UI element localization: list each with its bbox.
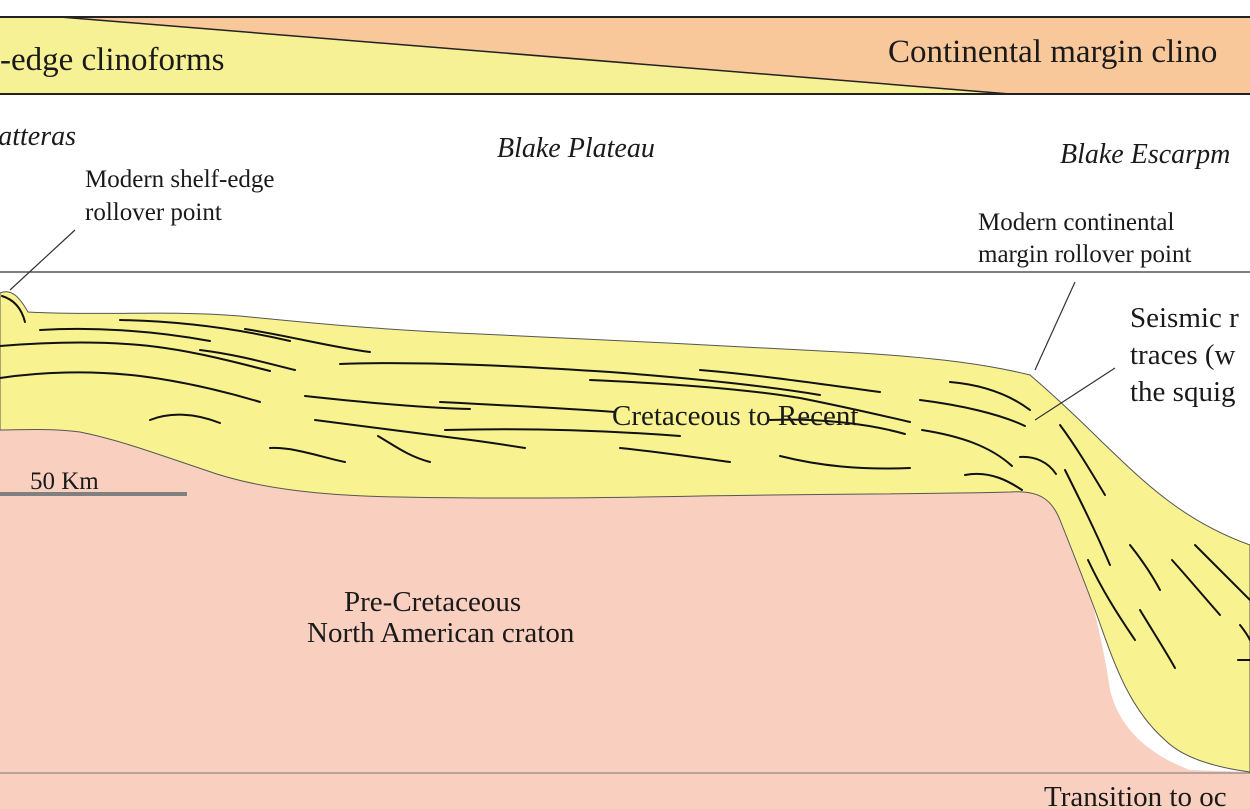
banner-left-label: -edge clinoforms: [0, 42, 225, 78]
reflector: [1059, 424, 1106, 496]
reflector: [244, 328, 371, 353]
banner-divider-line: [59, 16, 1011, 95]
clinoform-banner: -edge clinoforms Continental margin clin…: [0, 16, 1250, 95]
reflector: [269, 446, 346, 463]
reflector: [919, 399, 1026, 427]
seismic-traces-label-1: Seismic r: [1130, 302, 1239, 334]
cretaceous-to-recent-wedge: [0, 291, 1250, 773]
reflector: [1, 295, 26, 323]
shelf-edge-leader-line: [9, 229, 76, 291]
margin-rollover-leader-line: [1034, 281, 1076, 371]
reflector: [619, 447, 731, 463]
reflector: [0, 371, 261, 403]
pre-cretaceous-unit-label-1: Pre-Cretaceous: [344, 586, 521, 618]
seismic-traces-leader-line: [1034, 367, 1116, 421]
reflector: [949, 381, 1031, 411]
reflector: [314, 419, 526, 449]
reflector: [439, 401, 616, 413]
seismic-reflectors: [0, 295, 1250, 669]
reflector: [1194, 544, 1250, 601]
reflector: [1064, 469, 1111, 566]
location-blake-escarpment: Blake Escarpm: [1060, 139, 1230, 170]
reflector: [377, 435, 431, 463]
pre-cretaceous-craton: [0, 420, 1250, 809]
reflector: [0, 341, 271, 372]
transition-label: Transition to oc: [1044, 781, 1227, 809]
margin-rollover-label-1: Modern continental: [978, 209, 1175, 236]
reflector: [964, 472, 1023, 491]
banner-orange-wedge: [60, 17, 1250, 94]
reflector: [921, 429, 1013, 467]
reflector: [1087, 559, 1136, 641]
banner-right-label: Continental margin clino: [888, 34, 1217, 70]
reflector: [39, 327, 211, 342]
reflector: [1019, 455, 1057, 475]
scale-bar: 50 Km: [0, 468, 187, 496]
location-hatteras: Hatteras: [0, 121, 76, 152]
pre-cretaceous-unit-label-2: North American craton: [307, 617, 575, 649]
shelf-edge-rollover-label-2: rollover point: [85, 199, 222, 226]
reflector: [589, 379, 911, 423]
seismic-traces-label-2: traces (w: [1130, 339, 1236, 371]
reflector: [119, 319, 291, 342]
reflector: [339, 362, 821, 396]
shelf-edge-rollover-label-1: Modern shelf-edge: [85, 166, 275, 193]
reflector: [779, 455, 911, 470]
reflector: [1239, 624, 1250, 641]
reflector: [699, 369, 881, 393]
reflector: [149, 413, 221, 424]
reflector: [1139, 609, 1176, 669]
reflector: [199, 349, 296, 371]
location-blake-plateau: Blake Plateau: [497, 133, 655, 164]
cretaceous-unit-label: Cretaceous to Recent: [612, 400, 858, 432]
reflector: [304, 395, 471, 410]
reflector: [444, 428, 681, 437]
seismic-traces-label-3: the squig: [1130, 376, 1236, 408]
scale-bar-label: 50 Km: [30, 468, 99, 495]
reflector: [1129, 544, 1161, 591]
reflector: [769, 418, 906, 435]
reflector: [1171, 559, 1221, 616]
margin-rollover-label-2: margin rollover point: [978, 241, 1191, 268]
